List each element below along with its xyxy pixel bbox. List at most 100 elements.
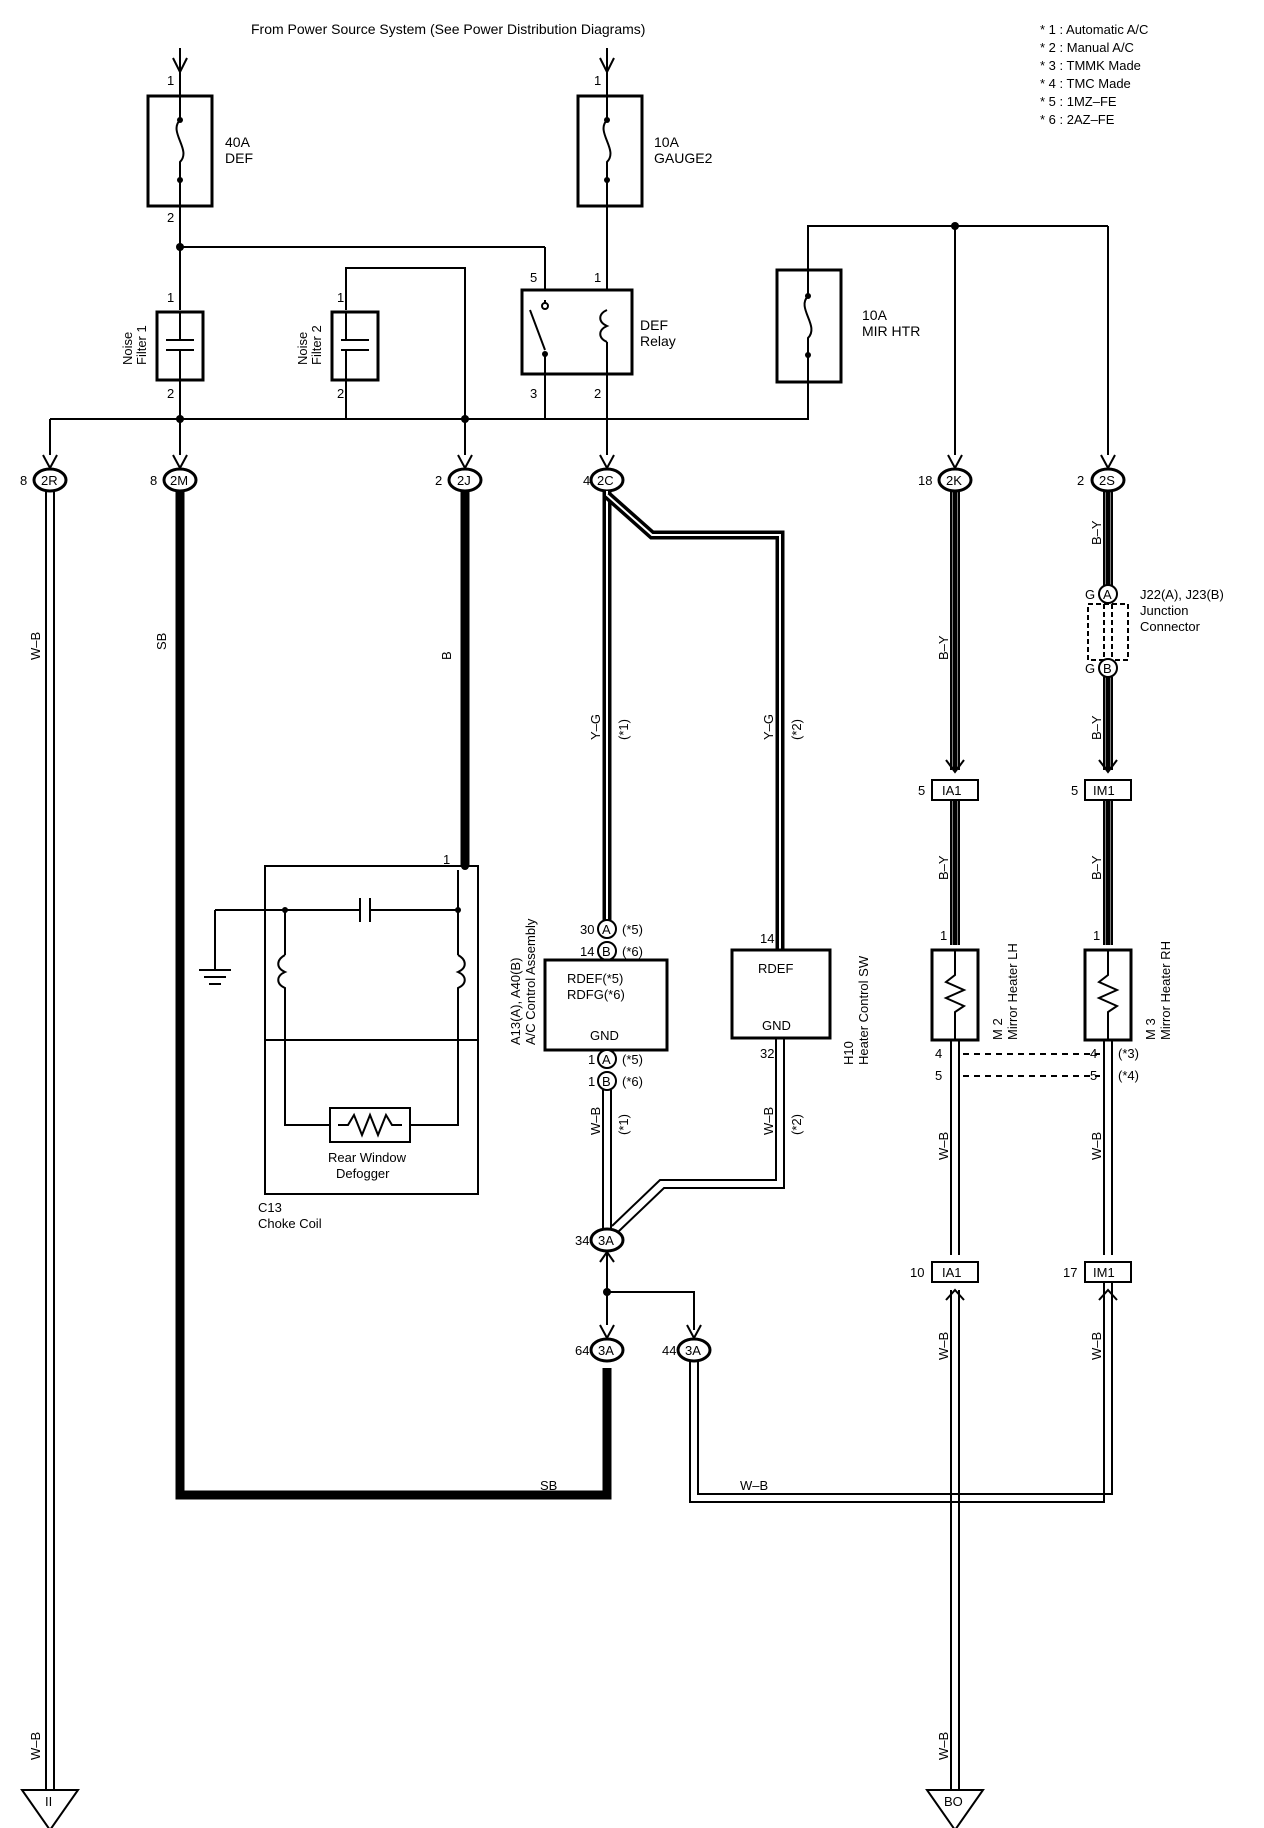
wire-sb	[175, 491, 612, 1500]
svg-text:GAUGE2: GAUGE2	[654, 150, 713, 166]
svg-text:W–B: W–B	[740, 1478, 768, 1493]
svg-text:W–B: W–B	[761, 1107, 776, 1135]
svg-text:GND: GND	[762, 1018, 791, 1033]
connector-row-top: 2R 8 2M 8 2J 2 2C 4 2K 18 2S 2	[20, 454, 1126, 493]
mirror-rh-column: B–Y A G B G J22(A), J23(B) Junction Conn…	[1063, 491, 1224, 1360]
svg-text:17: 17	[1063, 1265, 1077, 1280]
svg-text:2: 2	[594, 386, 601, 401]
wire-yg: Y–G (*1) Y–G (*2)	[588, 491, 804, 950]
svg-text:2K: 2K	[946, 473, 962, 488]
svg-text:B–Y: B–Y	[936, 855, 951, 880]
svg-text:Noise: Noise	[295, 332, 310, 365]
svg-text:(*1): (*1)	[616, 1114, 631, 1135]
svg-text:4: 4	[935, 1046, 942, 1061]
note-6: * 6 : 2AZ–FE	[1040, 112, 1115, 127]
def-relay: 5 1 3 2 DEF Relay	[520, 270, 676, 401]
svg-text:(*3): (*3)	[1118, 1046, 1139, 1061]
svg-text:2C: 2C	[597, 473, 614, 488]
heater-control-sw: 14 RDEF GND 32 H10 Heater Control SW	[730, 931, 871, 1065]
svg-text:(*5): (*5)	[622, 922, 643, 937]
svg-text:W–B: W–B	[936, 1732, 951, 1760]
svg-text:64: 64	[575, 1343, 589, 1358]
svg-text:RDEF: RDEF	[758, 961, 793, 976]
svg-text:Y–G: Y–G	[761, 714, 776, 740]
svg-text:A13(A), A40(B): A13(A), A40(B)	[508, 958, 523, 1045]
svg-text:Connector: Connector	[1140, 619, 1201, 634]
ac-control-assembly: A 30 (*5) B 14 (*6) RDEF(*5) RDFG(*6) GN…	[508, 918, 669, 1091]
svg-text:Rear Window: Rear Window	[328, 1150, 407, 1165]
svg-text:A/C Control Assembly: A/C Control Assembly	[523, 918, 538, 1045]
fuse-def: 1 40A DEF 2	[146, 73, 253, 225]
svg-text:GND: GND	[590, 1028, 619, 1043]
wire-wb-left: W–B W–B	[28, 491, 55, 1790]
svg-text:RDFG(*6): RDFG(*6)	[567, 987, 625, 1002]
svg-text:IA1: IA1	[942, 783, 962, 798]
svg-text:B–Y: B–Y	[1089, 520, 1104, 545]
svg-text:Mirror Heater RH: Mirror Heater RH	[1158, 941, 1173, 1040]
svg-text:Filter 2: Filter 2	[309, 325, 324, 365]
svg-text:H10: H10	[841, 1041, 856, 1065]
svg-text:10A: 10A	[654, 134, 680, 150]
svg-text:Choke Coil: Choke Coil	[258, 1216, 322, 1231]
svg-text:IA1: IA1	[942, 1265, 962, 1280]
svg-text:5: 5	[530, 270, 537, 285]
svg-text:2: 2	[167, 386, 174, 401]
svg-text:(*2): (*2)	[789, 719, 804, 740]
svg-text:W–B: W–B	[1089, 1132, 1104, 1160]
svg-text:(*2): (*2)	[789, 1114, 804, 1135]
svg-text:5: 5	[1090, 1068, 1097, 1083]
svg-text:Noise: Noise	[120, 332, 135, 365]
svg-text:Defogger: Defogger	[336, 1166, 390, 1181]
svg-text:1: 1	[940, 928, 947, 943]
svg-text:2M: 2M	[170, 473, 188, 488]
svg-text:BO: BO	[944, 1794, 963, 1809]
ground-bo: BO	[925, 1789, 985, 1828]
svg-text:J22(A), J23(B): J22(A), J23(B)	[1140, 587, 1224, 602]
svg-text:1: 1	[167, 73, 174, 88]
svg-text:B: B	[602, 1074, 611, 1089]
svg-text:W–B: W–B	[28, 1732, 43, 1760]
note-5: * 5 : 1MZ–FE	[1040, 94, 1117, 109]
svg-text:10: 10	[910, 1265, 924, 1280]
svg-text:1: 1	[443, 852, 450, 867]
svg-text:4: 4	[1090, 1046, 1097, 1061]
power-source-label: From Power Source System (See Power Dist…	[251, 21, 645, 37]
svg-text:DEF: DEF	[225, 150, 253, 166]
svg-text:C13: C13	[258, 1200, 282, 1215]
svg-text:DEF: DEF	[640, 317, 668, 333]
svg-text:8: 8	[20, 473, 27, 488]
svg-text:G: G	[1085, 661, 1095, 676]
svg-text:3A: 3A	[598, 1343, 614, 1358]
svg-text:2S: 2S	[1099, 473, 1115, 488]
svg-text:(*6): (*6)	[622, 1074, 643, 1089]
svg-text:1: 1	[594, 270, 601, 285]
svg-text:Junction: Junction	[1140, 603, 1188, 618]
svg-text:W–B: W–B	[936, 1132, 951, 1160]
svg-text:M 3: M 3	[1143, 1018, 1158, 1040]
svg-text:2: 2	[435, 473, 442, 488]
noise-filter-2: 1 2 Noise Filter 2	[295, 290, 380, 401]
wire-wb-bottom: W–B	[689, 1282, 1113, 1503]
svg-text:10A: 10A	[862, 307, 888, 323]
notes-legend: * 1 : Automatic A/C * 2 : Manual A/C * 3…	[1040, 22, 1148, 127]
svg-text:5: 5	[1071, 783, 1078, 798]
ground-icon	[199, 910, 231, 985]
note-2: * 2 : Manual A/C	[1040, 40, 1134, 55]
svg-text:MIR HTR: MIR HTR	[862, 323, 920, 339]
svg-text:Mirror Heater LH: Mirror Heater LH	[1005, 943, 1020, 1040]
svg-text:M 2: M 2	[990, 1018, 1005, 1040]
svg-text:30: 30	[580, 922, 594, 937]
svg-text:B: B	[602, 944, 611, 959]
svg-text:A: A	[602, 922, 611, 937]
svg-text:Relay: Relay	[640, 333, 676, 349]
svg-text:2R: 2R	[41, 473, 58, 488]
svg-text:1: 1	[588, 1052, 595, 1067]
svg-text:40A: 40A	[225, 134, 251, 150]
svg-text:W–B: W–B	[1089, 1332, 1104, 1360]
svg-text:Y–G: Y–G	[588, 714, 603, 740]
svg-text:G: G	[1085, 587, 1095, 602]
svg-text:44: 44	[662, 1343, 676, 1358]
svg-text:3A: 3A	[685, 1343, 701, 1358]
svg-text:3A: 3A	[598, 1233, 614, 1248]
svg-text:II: II	[45, 1794, 52, 1809]
